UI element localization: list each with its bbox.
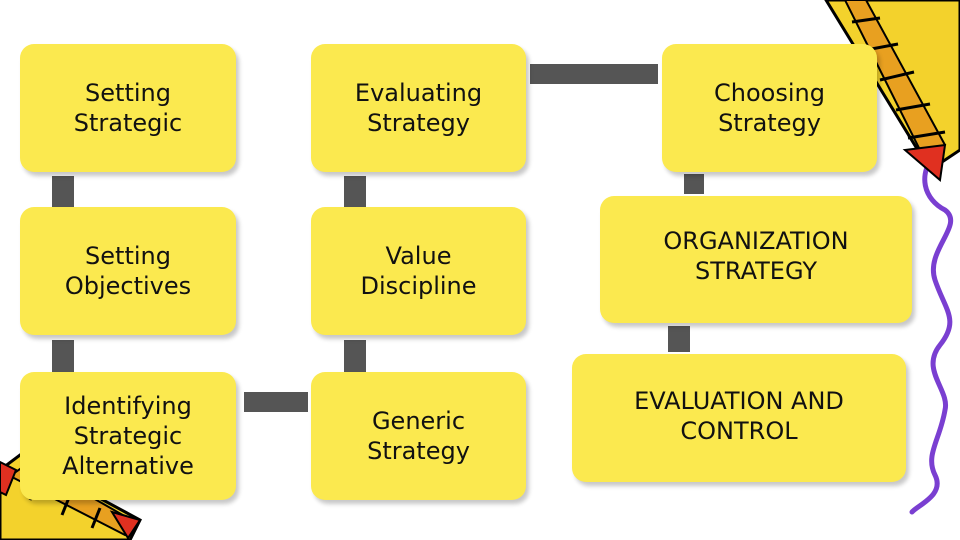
connector-identifying-alternative-to-generic-strategy bbox=[244, 392, 308, 412]
box-evaluation-and-control: EVALUATION AND CONTROL bbox=[572, 354, 906, 482]
box-generic-strategy: Generic Strategy bbox=[311, 372, 526, 500]
box-evaluating-strategy: Evaluating Strategy bbox=[311, 44, 526, 172]
squiggle-line-icon bbox=[909, 147, 954, 515]
box-organization-strategy: ORGANIZATION STRATEGY bbox=[600, 196, 912, 323]
box-identifying-strategic-alternative: Identifying Strategic Alternative bbox=[20, 372, 236, 500]
connector-evaluating-strategy-to-choosing-strategy bbox=[530, 64, 658, 84]
connector-organization-strategy-to-evaluation-control bbox=[668, 326, 690, 352]
connector-value-discipline-to-evaluating-strategy bbox=[344, 176, 366, 208]
connector-setting-objectives-to-identifying-alternative bbox=[52, 340, 74, 372]
box-setting-objectives: Setting Objectives bbox=[20, 207, 236, 335]
box-value-discipline: Value Discipline bbox=[311, 207, 526, 335]
connector-setting-strategic-to-setting-objectives bbox=[52, 176, 74, 208]
box-choosing-strategy: Choosing Strategy bbox=[662, 44, 877, 172]
connector-choosing-strategy-to-organization-strategy bbox=[684, 174, 704, 194]
pencil-icon bbox=[824, 0, 960, 182]
connector-generic-strategy-to-value-discipline bbox=[344, 340, 366, 372]
box-setting-strategic: Setting Strategic bbox=[20, 44, 236, 172]
